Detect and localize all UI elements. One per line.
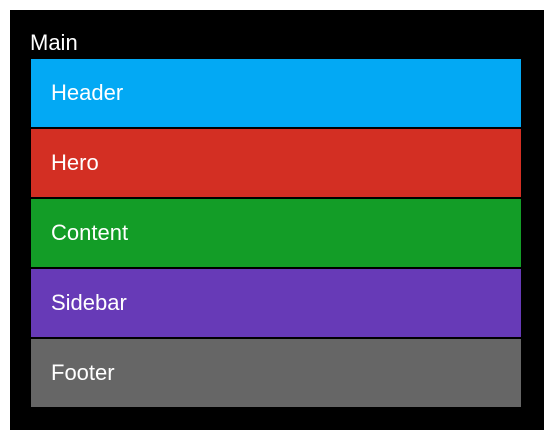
main-label: Main: [30, 30, 78, 55]
header-block-label: Header: [51, 80, 124, 105]
footer-block: Footer: [31, 339, 521, 407]
hero-block-label: Hero: [51, 150, 99, 175]
content-block: Content: [31, 199, 521, 267]
sidebar-block-label: Sidebar: [51, 290, 127, 315]
hero-block: Hero: [31, 129, 521, 197]
block-stack: Header Hero Content Sidebar Footer: [31, 59, 521, 407]
header-block: Header: [31, 59, 521, 127]
sidebar-block: Sidebar: [31, 269, 521, 337]
main-container: Main Header Hero Content Sidebar Footer: [10, 10, 544, 430]
content-block-label: Content: [51, 220, 129, 245]
footer-block-label: Footer: [51, 360, 115, 385]
